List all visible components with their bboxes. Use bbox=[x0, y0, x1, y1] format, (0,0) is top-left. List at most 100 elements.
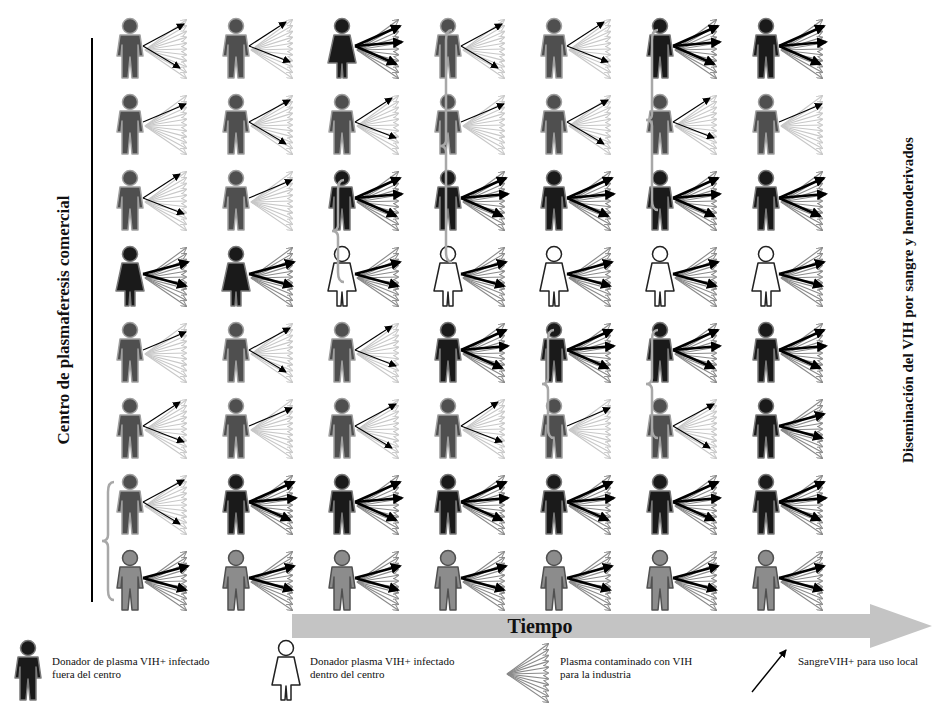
blood-arrows bbox=[461, 24, 502, 68]
blood-arrow bbox=[461, 46, 498, 68]
donor-body bbox=[753, 187, 779, 230]
plasma-line bbox=[145, 50, 186, 72]
blood-arrow bbox=[779, 350, 820, 368]
blood-arrow bbox=[249, 22, 286, 46]
plasma-line bbox=[675, 278, 716, 306]
donor-figure bbox=[329, 323, 355, 383]
blood-arrows bbox=[779, 178, 826, 216]
donor-body bbox=[434, 263, 462, 306]
donor-body bbox=[117, 415, 143, 458]
plasma-line bbox=[463, 278, 504, 306]
plasma-line bbox=[251, 353, 292, 354]
blood-arrow bbox=[249, 566, 294, 578]
blood-arrow bbox=[355, 578, 398, 590]
blood-arrows bbox=[567, 22, 608, 62]
blood-arrow bbox=[779, 578, 822, 590]
blood-arrows bbox=[143, 332, 186, 350]
plasma-line bbox=[251, 202, 292, 213]
plasma-fan bbox=[569, 96, 610, 154]
plasma-line bbox=[145, 96, 186, 126]
donor-body bbox=[753, 35, 779, 78]
donor-body bbox=[117, 567, 143, 610]
donor-head bbox=[547, 551, 562, 566]
donor-figure bbox=[117, 171, 143, 231]
plasma-line bbox=[507, 667, 548, 674]
blood-arrow bbox=[567, 122, 604, 144]
blood-arrows bbox=[673, 26, 720, 64]
blood-arrows bbox=[249, 482, 296, 520]
donor-figure bbox=[435, 323, 461, 383]
blood-arrow bbox=[673, 566, 718, 578]
donor-figure bbox=[435, 399, 461, 459]
blood-arrows bbox=[673, 98, 714, 138]
plasma-line bbox=[675, 202, 716, 230]
blood-arrows bbox=[779, 566, 824, 590]
plasma-line bbox=[251, 254, 292, 278]
blood-arrow bbox=[461, 198, 502, 216]
donor-grid bbox=[116, 19, 826, 611]
donor-head bbox=[229, 247, 244, 262]
plasma-line bbox=[251, 354, 292, 382]
blood-arrows bbox=[461, 482, 508, 520]
plasma-line bbox=[357, 184, 398, 202]
plasma-line bbox=[251, 412, 292, 430]
donor-head bbox=[653, 247, 668, 262]
donor-head bbox=[123, 475, 138, 490]
bracket bbox=[646, 330, 658, 438]
blood-arrow bbox=[673, 426, 710, 448]
plasma-line bbox=[569, 37, 610, 50]
donor-body bbox=[329, 567, 355, 610]
plasma-line bbox=[463, 417, 504, 430]
blood-arrow bbox=[249, 274, 292, 286]
plasma-fan bbox=[675, 400, 716, 458]
donor-body bbox=[541, 111, 567, 154]
plasma-line bbox=[145, 336, 186, 354]
plasma-line bbox=[463, 125, 504, 126]
plasma-line bbox=[357, 32, 398, 50]
blood-arrows bbox=[461, 402, 502, 442]
plasma-line bbox=[569, 488, 610, 506]
blood-arrow bbox=[567, 194, 614, 198]
plasma-line bbox=[251, 126, 292, 154]
donor-body bbox=[647, 567, 673, 610]
donor-figure bbox=[435, 171, 461, 231]
plasma-line bbox=[507, 674, 548, 696]
blood-arrow bbox=[673, 274, 716, 286]
plasma-line bbox=[463, 37, 504, 50]
plasma-line bbox=[463, 254, 504, 278]
blood-arrows bbox=[461, 104, 504, 122]
axis-label: Tiempo bbox=[507, 615, 572, 638]
donor-head bbox=[441, 399, 456, 414]
blood-arrows bbox=[673, 178, 720, 216]
blood-arrow bbox=[779, 274, 822, 286]
donor-head bbox=[759, 551, 774, 566]
donor-body bbox=[435, 339, 461, 382]
plasma-line bbox=[507, 661, 548, 674]
plasma-line bbox=[251, 324, 292, 354]
donor-head bbox=[759, 171, 774, 186]
donor-body bbox=[541, 35, 567, 78]
plasma-line bbox=[569, 202, 610, 230]
donor-body bbox=[753, 415, 779, 458]
plasma-line bbox=[675, 488, 716, 506]
plasma-line bbox=[675, 429, 716, 430]
donor-body bbox=[435, 35, 461, 78]
donor-body bbox=[223, 339, 249, 382]
plasma-line bbox=[781, 254, 822, 278]
plasma-line bbox=[675, 558, 716, 582]
plasma-line bbox=[463, 126, 504, 148]
blood-arrow bbox=[143, 46, 180, 68]
plasma-line bbox=[463, 43, 504, 50]
blood-arrow bbox=[673, 578, 716, 590]
donor-figure bbox=[329, 399, 355, 459]
plasma-line bbox=[145, 202, 186, 224]
plasma-line bbox=[145, 558, 186, 582]
blood-arrow bbox=[779, 46, 820, 64]
donor-head bbox=[547, 475, 562, 490]
blood-arrow bbox=[779, 414, 824, 426]
plasma-line bbox=[251, 102, 292, 126]
donor-figure bbox=[435, 475, 461, 535]
plasma-line bbox=[569, 20, 610, 50]
blood-arrows bbox=[355, 482, 402, 520]
